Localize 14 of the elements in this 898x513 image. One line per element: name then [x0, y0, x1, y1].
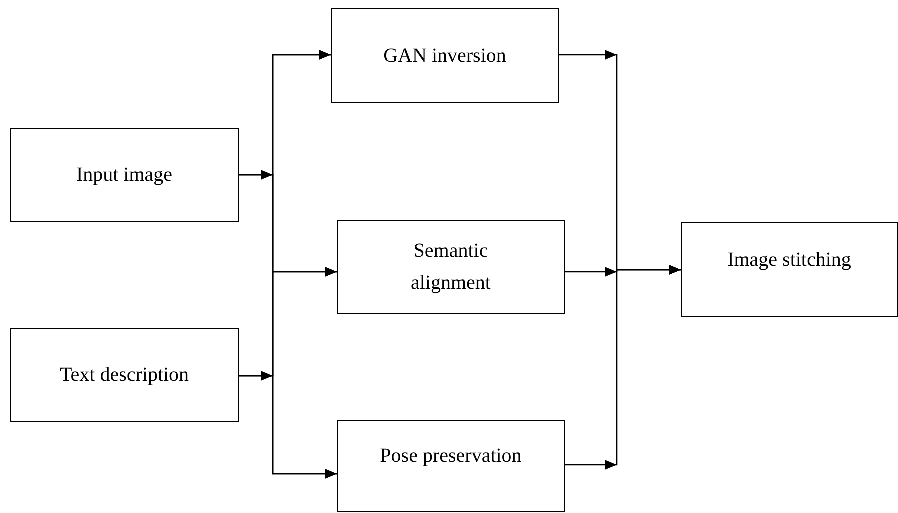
- process-box: [331, 8, 559, 103]
- process-box: [337, 220, 565, 314]
- box-label: Image stitching: [728, 248, 852, 272]
- connector-arrow: [565, 265, 681, 466]
- process-box: [10, 328, 239, 422]
- connector-arrow: [239, 375, 337, 479]
- process-box: [681, 222, 898, 317]
- box-label: Pose preservation: [380, 444, 522, 469]
- process-box: [337, 420, 565, 512]
- box-label: GAN inversion: [384, 44, 506, 68]
- box-label: Input image: [76, 163, 173, 188]
- box-label: Text description: [60, 363, 190, 388]
- process-box: [10, 128, 239, 222]
- box-label: Semantic alignment: [410, 239, 492, 296]
